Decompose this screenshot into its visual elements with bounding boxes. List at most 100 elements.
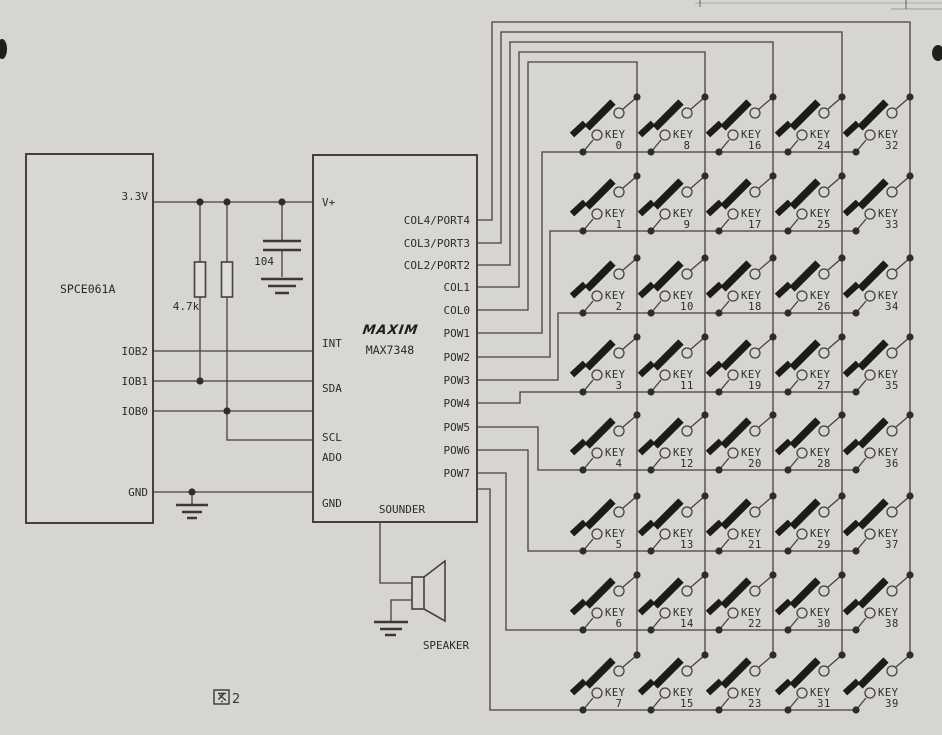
max7348-left-pin-label: ADO: [322, 451, 342, 464]
key-number: 16: [748, 140, 762, 152]
key-actuator-bar: [584, 260, 616, 292]
row-junction-dot: [647, 706, 655, 714]
key-contact: [886, 585, 898, 597]
key-actuator-bar: [569, 598, 588, 616]
row-wire: [477, 391, 856, 404]
key-actuator-bar: [584, 657, 616, 689]
key-actuator-bar: [720, 99, 752, 131]
key-number: 15: [680, 698, 694, 710]
edge-blob: [0, 39, 7, 59]
key-number: 31: [817, 698, 831, 710]
key-label: KEY: [673, 607, 694, 619]
column-wire: [477, 51, 706, 655]
row-junction-dot: [579, 309, 587, 317]
key-label: KEY: [741, 447, 762, 459]
key-actuator-bar: [652, 417, 684, 449]
column-wire: [477, 31, 843, 655]
column-junction-dot: [838, 93, 846, 101]
key-number: 38: [885, 618, 899, 630]
key-number: 23: [748, 698, 762, 710]
key-label: KEY: [810, 208, 831, 220]
max7348-left-pin-label: SCL: [322, 431, 342, 444]
key-actuator-bar: [789, 498, 821, 530]
key-actuator-bar: [842, 281, 861, 299]
column-wire: [477, 21, 911, 655]
speaker-label: SPEAKER: [423, 639, 470, 652]
gnd-net-ground: [176, 492, 208, 520]
spce061a-pin-label: 3.3V: [122, 190, 149, 203]
key-contact: [591, 607, 603, 619]
key-number: 24: [817, 140, 831, 152]
capacitor-104: [261, 202, 303, 295]
key-label: KEY: [810, 687, 831, 699]
key-contact: [818, 347, 830, 359]
key-contact: [818, 186, 830, 198]
key-label: KEY: [878, 528, 899, 540]
max7348-right-pin-label: POW6: [444, 444, 471, 457]
key-actuator-bar: [789, 178, 821, 210]
key-actuator-bar: [774, 598, 793, 616]
capacitor-value-label: 104: [254, 255, 274, 268]
row-junction-dot: [784, 706, 792, 714]
key-actuator-bar: [857, 260, 889, 292]
row-junction-dot: [579, 388, 587, 396]
key-contact: [749, 425, 761, 437]
key-actuator-bar: [637, 120, 656, 138]
key-contact: [681, 425, 693, 437]
ado-wire: [226, 411, 313, 441]
key-contact: [591, 528, 603, 540]
column-wire: [477, 41, 774, 655]
resistor-body: [193, 261, 207, 298]
row-junction-dot: [579, 148, 587, 156]
key-actuator-bar: [705, 519, 724, 537]
speaker-circuit: [374, 522, 446, 637]
key-label: KEY: [810, 129, 831, 141]
edge-blob: [932, 45, 942, 61]
key-actuator-bar: [774, 120, 793, 138]
junction-dot: [196, 377, 204, 385]
key-contact: [796, 607, 808, 619]
key-number: 37: [885, 539, 899, 551]
spce061a-pin-label: GND: [128, 486, 148, 499]
key-actuator-bar: [637, 281, 656, 299]
junction-dot: [196, 198, 204, 206]
key-number: 33: [885, 219, 899, 231]
row-junction-dot: [647, 309, 655, 317]
key-label: KEY: [741, 687, 762, 699]
key-number: 26: [817, 301, 831, 313]
key-contact: [796, 290, 808, 302]
max7348-left-pin-label: GND: [322, 497, 342, 510]
column-junction-dot: [633, 571, 641, 579]
resistor-body: [220, 261, 234, 298]
row-wire: [477, 449, 856, 552]
key-number: 35: [885, 380, 899, 392]
max7348-right-pin-label: COL3/PORT3: [404, 237, 470, 250]
key-label: KEY: [673, 208, 694, 220]
key-actuator-bar: [720, 339, 752, 371]
key-number: 27: [817, 380, 831, 392]
key-contact: [864, 290, 876, 302]
key-label: KEY: [605, 607, 626, 619]
max7348-left-pin-label: INT: [322, 337, 342, 350]
row-junction-dot: [715, 227, 723, 235]
key-contact: [591, 369, 603, 381]
key-number: 30: [817, 618, 831, 630]
row-junction-dot: [647, 466, 655, 474]
key-label: KEY: [878, 369, 899, 381]
key-contact: [681, 107, 693, 119]
key-label: KEY: [878, 447, 899, 459]
column-junction-dot: [633, 411, 641, 419]
key-contact: [591, 129, 603, 141]
